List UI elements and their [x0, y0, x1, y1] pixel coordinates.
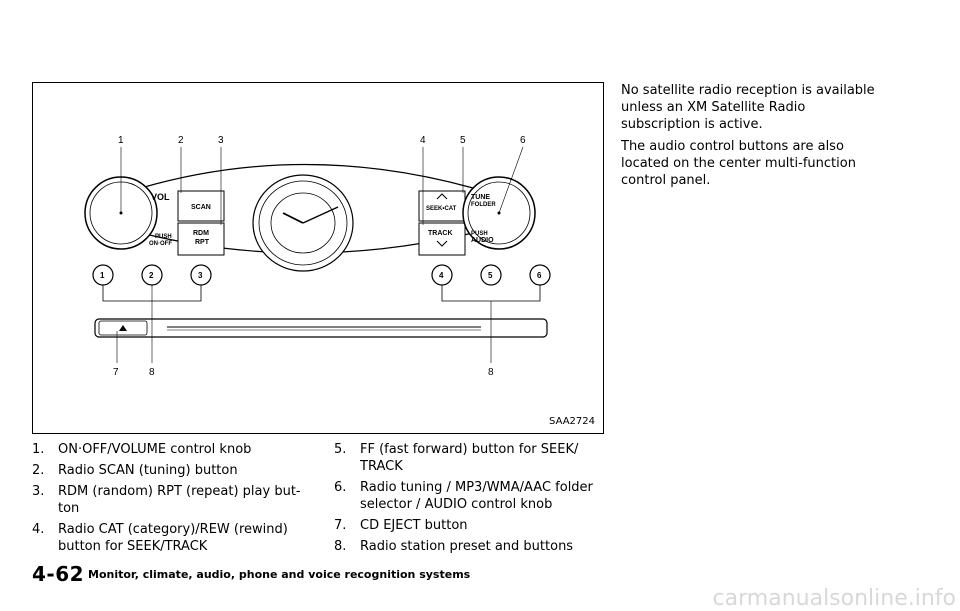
component-list-right: 5.FF (fast forward) button for SEEK/ TRA… — [334, 441, 606, 559]
page-number: 4-62 — [32, 562, 85, 586]
section-title: Monitor, climate, audio, phone and voice… — [88, 568, 471, 581]
watermark: carmanualsonline.info — [712, 586, 956, 611]
push-label: PUSH — [155, 234, 172, 240]
svg-text:6: 6 — [537, 271, 542, 280]
list-item: 7.CD EJECT button — [334, 518, 468, 533]
callout-5: 5 — [460, 135, 466, 146]
callout-3: 3 — [218, 135, 224, 146]
center-panel-paragraph: The audio control buttons are also locat… — [621, 139, 856, 188]
component-list-left: 1.ON·OFF/VOLUME control knob 2.Radio SCA… — [32, 441, 304, 559]
seek-cat-label: SEEK•CAT — [426, 206, 457, 212]
svg-text:1: 1 — [100, 271, 105, 280]
on-off-label: ON·OFF — [149, 241, 172, 247]
list-item: 3.RDM (random) RPT (repeat) play but-ton — [32, 484, 301, 516]
track-button — [418, 222, 466, 256]
audio-panel-illustration: VOL PUSH ON·OFF SCAN RDM RPT SEEK•CAT TR… — [84, 135, 551, 378]
tune-label: TUNE — [471, 194, 490, 201]
list-item: 5.FF (fast forward) button for SEEK/ TRA… — [334, 442, 579, 474]
callout-7: 7 — [113, 367, 119, 378]
rdm-label: RDM — [193, 230, 209, 237]
callout-8a: 8 — [149, 367, 155, 378]
scan-label: SCAN — [191, 204, 211, 211]
callout-6: 6 — [520, 135, 526, 146]
audio-panel-figure: VOL PUSH ON·OFF SCAN RDM RPT SEEK•CAT TR… — [32, 82, 604, 434]
list-item: 1.ON·OFF/VOLUME control knob — [32, 442, 252, 457]
figure-id: SAA2724 — [549, 416, 595, 427]
track-label: TRACK — [428, 230, 453, 237]
scan-button — [177, 190, 225, 222]
callout-4: 4 — [420, 135, 426, 146]
svg-text:4: 4 — [439, 271, 444, 280]
seek-cat-button — [418, 190, 466, 222]
svg-text:2: 2 — [149, 271, 154, 280]
cd-slot-bezel — [94, 318, 548, 338]
clock-hour-hand — [282, 212, 304, 224]
callout-2: 2 — [178, 135, 184, 146]
preset-5-button — [480, 264, 502, 286]
svg-text:3: 3 — [198, 271, 203, 280]
xm-note-paragraph: No satellite radio reception is availabl… — [621, 83, 875, 132]
list-item: 8.Radio station preset and buttons — [334, 539, 574, 554]
eject-icon — [119, 325, 127, 331]
list-item: 2.Radio SCAN (tuning) button — [32, 463, 238, 478]
list-item: 4.Radio CAT (category)/REW (rewind) butt… — [32, 522, 288, 554]
clock-minute-hand — [302, 206, 339, 224]
callout-1: 1 — [118, 135, 124, 146]
rdm-rpt-button — [177, 222, 225, 256]
vol-label: VOL — [151, 192, 170, 202]
callout-8b: 8 — [488, 367, 494, 378]
list-item: 6.Radio tuning / MP3/WMA/AAC folder sele… — [334, 480, 593, 512]
rpt-label: RPT — [195, 239, 210, 246]
audio-label: AUDIO — [471, 237, 494, 244]
svg-text:5: 5 — [488, 271, 493, 280]
folder-label: FOLDER — [471, 202, 496, 208]
push-audio-label: PUSH — [471, 231, 488, 237]
